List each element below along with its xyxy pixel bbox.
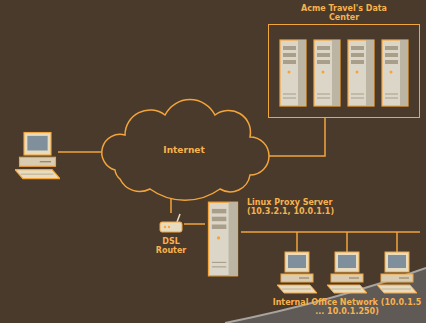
dsl-router: DSL Router [158, 213, 184, 235]
office-network: Internal Office Network (10.0.1.5 ... 10… [272, 226, 422, 296]
internet-cloud: Internet [95, 100, 273, 200]
node-label: Linux Proxy Server (10.3.2.1, 10.0.1.1) [247, 198, 367, 216]
node-label: Acme Travel's Data Center [289, 4, 399, 22]
remote-link [58, 151, 101, 153]
server-tower [348, 40, 374, 106]
office-pc [327, 252, 367, 293]
office-pc [277, 252, 317, 293]
network-link [241, 231, 272, 233]
server-tower [382, 40, 408, 106]
server-tower [280, 40, 306, 106]
router-icon [160, 214, 182, 232]
network-bus [272, 231, 420, 233]
node-label: DSL Router [149, 237, 193, 255]
bus-drop [296, 232, 298, 252]
remote-pc [15, 133, 60, 179]
node-label: Internet [95, 100, 273, 200]
bus-drop [346, 232, 348, 252]
proxy-server-icon [209, 202, 238, 276]
server-tower [314, 40, 340, 106]
bus-drop [396, 232, 398, 252]
network-link [184, 223, 205, 225]
proxy-server: Linux Proxy Server (10.3.2.1, 10.0.1.1) [205, 200, 241, 278]
data-center-box: Acme Travel's Data Center [268, 24, 420, 118]
network-link [170, 198, 172, 213]
network-link [269, 118, 325, 156]
node-label: Internal Office Network (10.0.1.5 ... 10… [272, 298, 422, 316]
office-pc [377, 252, 417, 293]
